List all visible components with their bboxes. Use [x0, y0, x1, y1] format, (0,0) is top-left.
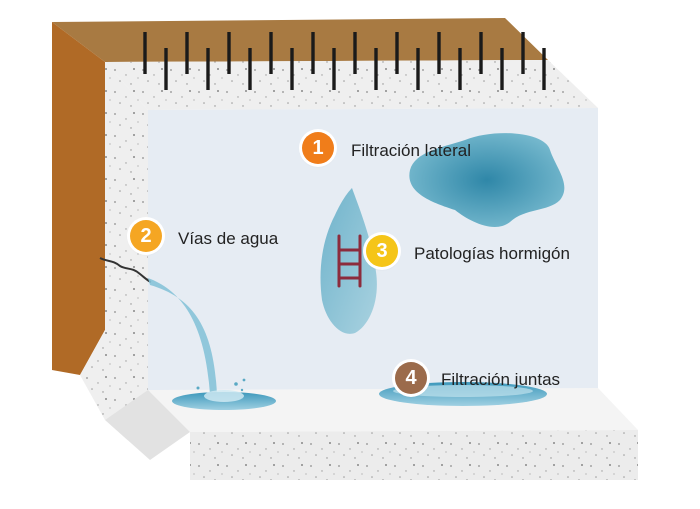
water-stream	[148, 278, 217, 395]
floor-left-step	[105, 390, 190, 460]
floor-front-texture	[190, 430, 638, 480]
soil-block	[52, 18, 548, 375]
rebars	[143, 32, 546, 90]
exposed-rebar-icon	[337, 234, 362, 288]
lateral-filtration-stain	[409, 133, 565, 227]
callout-1-badge: 1	[302, 132, 334, 164]
left-column-texture	[80, 62, 148, 420]
water-splash	[204, 390, 244, 402]
callout-4-label: Filtración juntas	[441, 370, 561, 389]
joint-filtration-highlight	[393, 385, 533, 397]
callout-3-label: Patologías hormigón	[414, 244, 570, 263]
callout-4-badge: 4	[395, 362, 427, 394]
callout-1-label: Filtración lateral	[351, 141, 471, 160]
splash-drops	[196, 378, 246, 392]
callout-3-badge: 3	[366, 235, 398, 267]
callout-2-label: Vías de agua	[178, 229, 279, 248]
wall-crack	[99, 257, 152, 283]
concrete-pathology-patch	[320, 188, 377, 334]
soil-top	[52, 18, 548, 62]
callout-2-badge: 2	[130, 220, 162, 252]
soil-left-side	[52, 22, 105, 375]
